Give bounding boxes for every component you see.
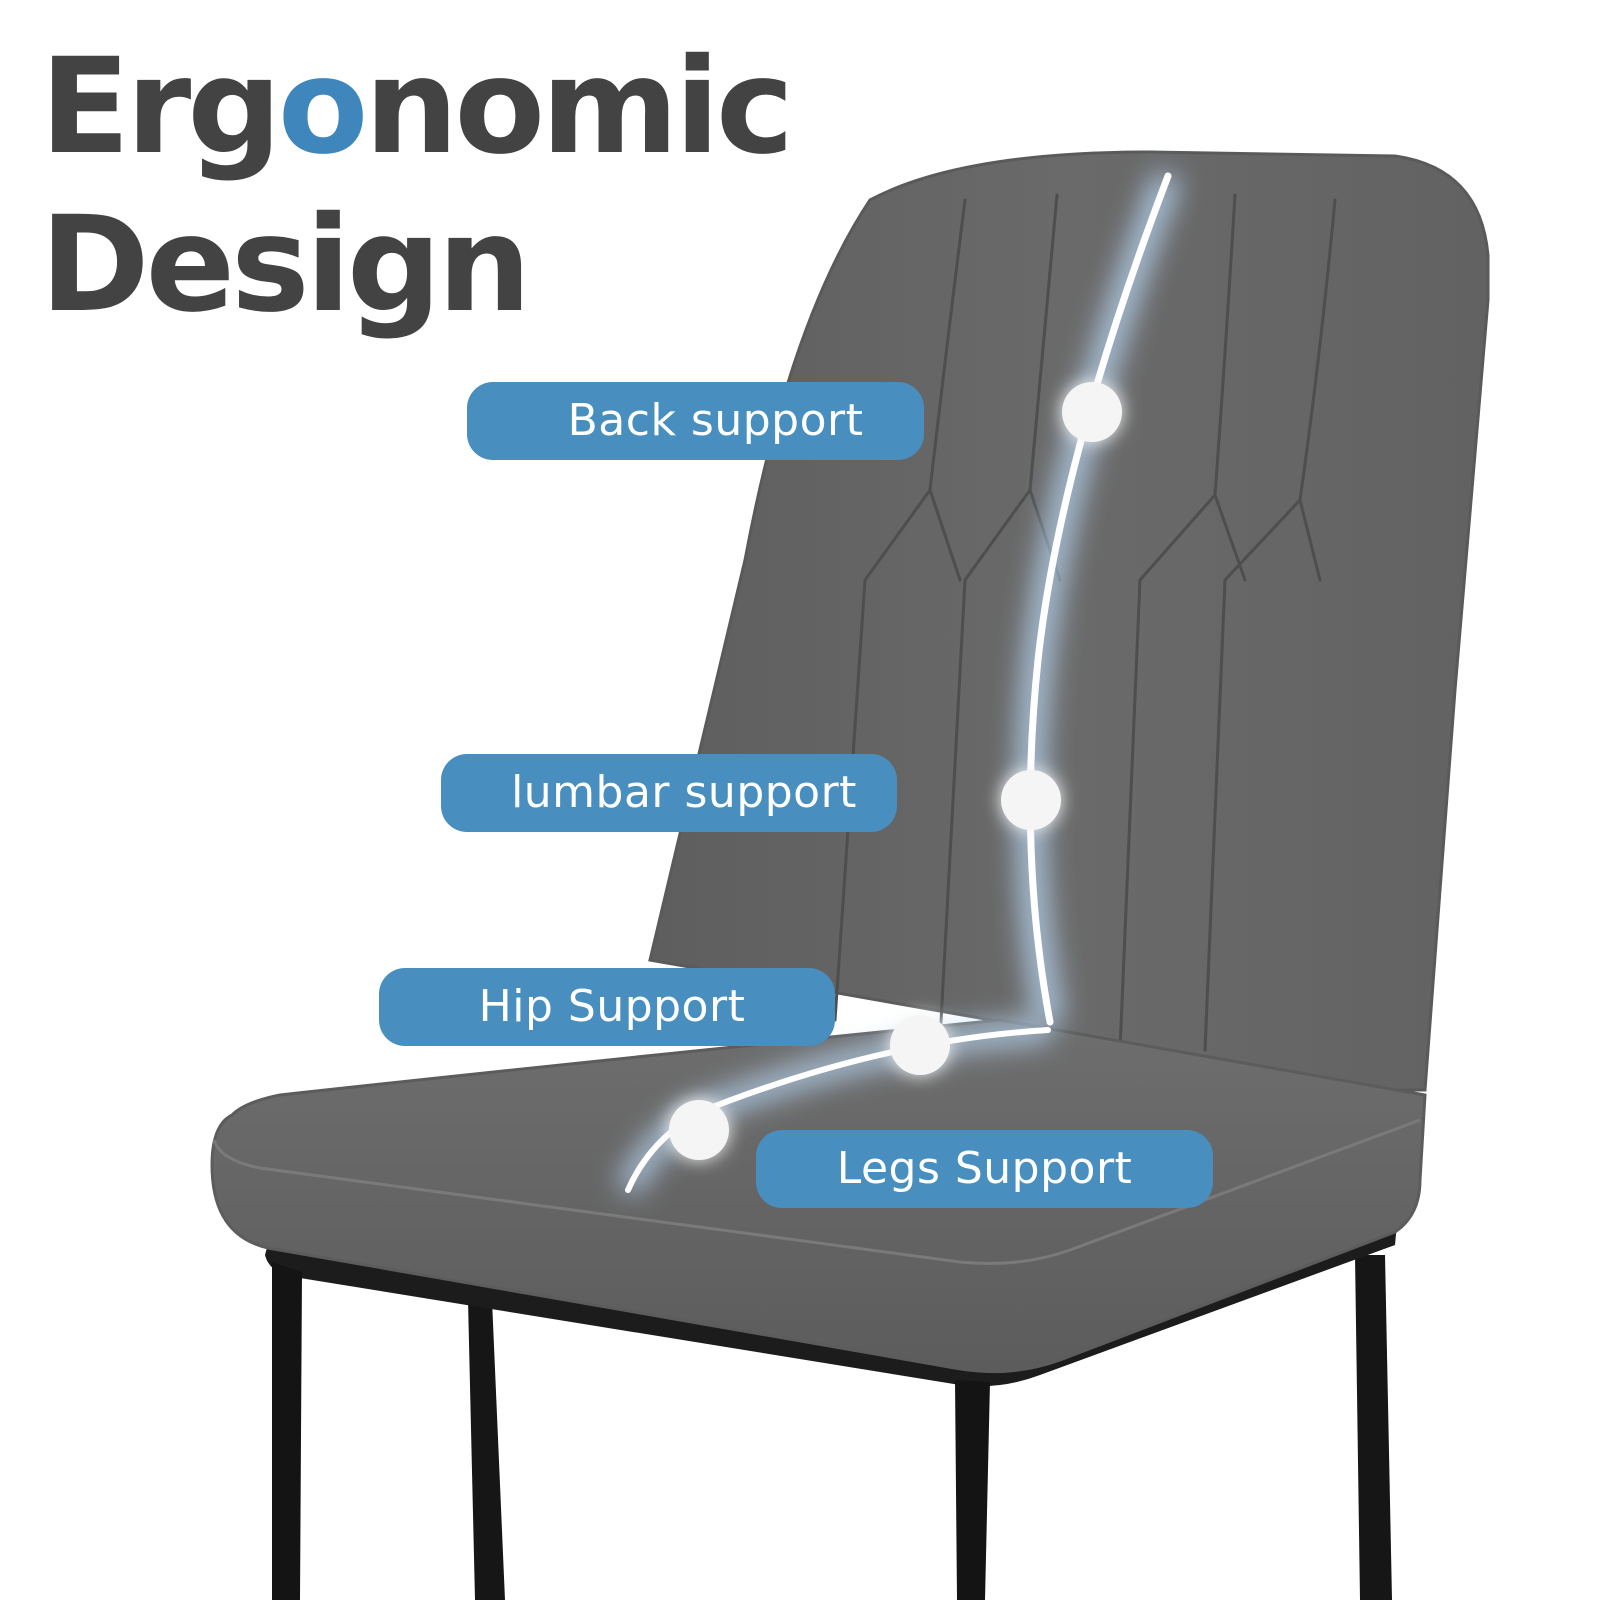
headline-line-2: Design [40, 188, 531, 342]
support-dots [669, 382, 1122, 1160]
seat-piping [212, 1118, 1421, 1265]
headline: Ergonomic Design [40, 28, 794, 344]
rear-legs [468, 1255, 1392, 1600]
hip-support-label: Hip Support [379, 968, 835, 1046]
headline-word-start: Erg [40, 30, 282, 184]
headline-word-end: nomic [364, 30, 794, 184]
headline-accent-letter: o [277, 30, 369, 184]
back-support-dot [1062, 382, 1122, 442]
hip-support-dot [890, 1015, 950, 1075]
back-support-label: Back support [467, 382, 924, 460]
support-curve [617, 171, 1181, 1195]
legs-support-label: Legs Support [756, 1130, 1213, 1208]
headline-line-1: Ergonomic [40, 28, 794, 186]
legs-support-dot [669, 1100, 729, 1160]
backrest-stitching [833, 193, 1337, 1052]
lumbar-support-label: lumbar support [441, 754, 897, 832]
front-legs [272, 1262, 990, 1600]
lumbar-support-dot [1001, 770, 1061, 830]
